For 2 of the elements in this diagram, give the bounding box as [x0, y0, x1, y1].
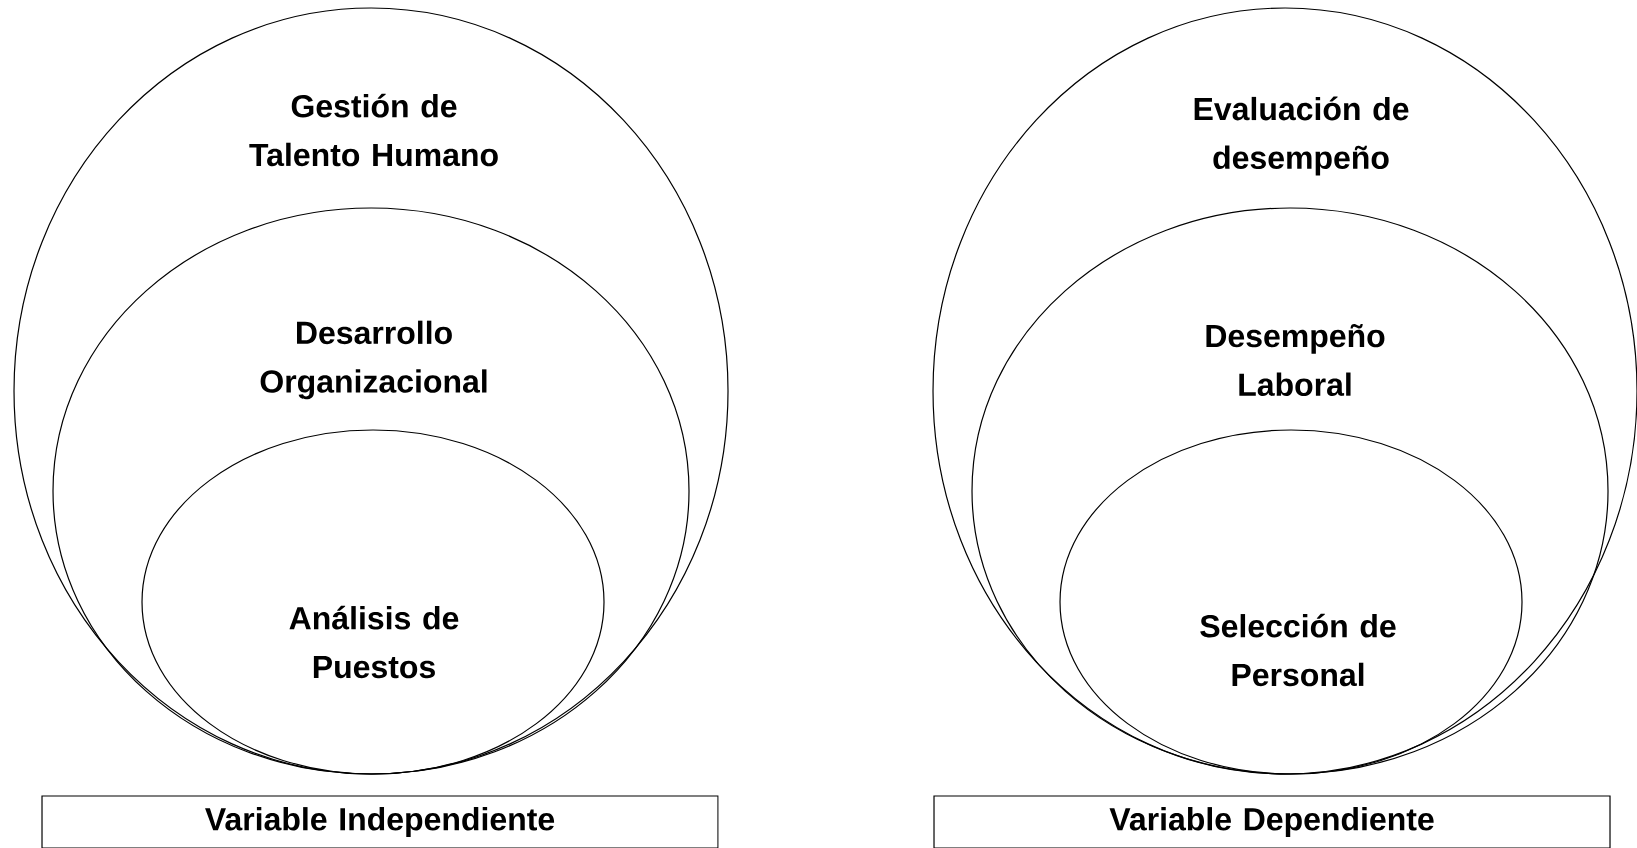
label-box: Variable Independiente — [41, 795, 719, 848]
label-box: Variable Dependiente — [933, 795, 1611, 848]
